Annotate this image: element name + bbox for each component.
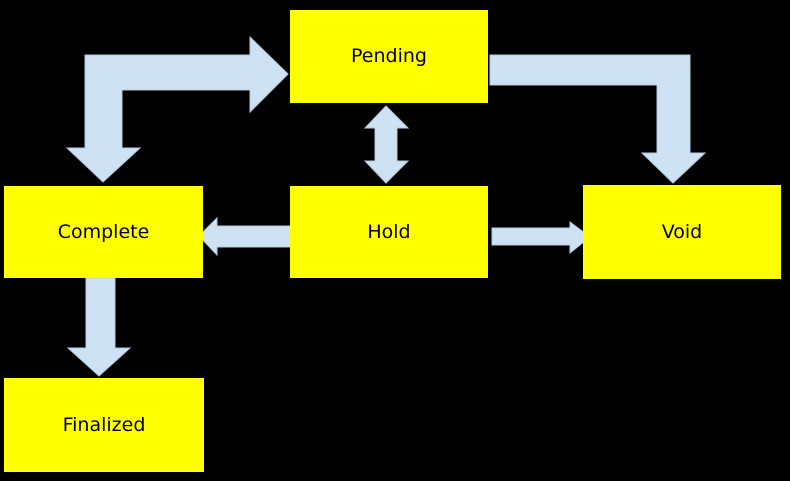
- node-void-label: Void: [661, 220, 703, 243]
- arrow-complete-to-finalized-icon: [66, 277, 132, 377]
- arrow-pending-hold-bidirectional-icon: [363, 105, 410, 184]
- arrow-hold-to-void-icon: [491, 221, 591, 255]
- node-complete-label: Complete: [57, 220, 150, 243]
- arrow-complete-pending-bidirectional-icon: [65, 35, 289, 183]
- node-finalized-label: Finalized: [62, 413, 146, 436]
- node-void: Void: [583, 185, 781, 279]
- arrow-hold-to-complete-icon: [198, 216, 293, 257]
- node-hold: Hold: [290, 186, 488, 278]
- node-finalized: Finalized: [4, 378, 204, 472]
- node-hold-label: Hold: [367, 220, 411, 243]
- arrow-pending-to-void-icon: [489, 54, 707, 184]
- node-pending-label: Pending: [351, 45, 427, 67]
- node-complete: Complete: [4, 186, 203, 278]
- node-pending: Pending: [290, 10, 488, 103]
